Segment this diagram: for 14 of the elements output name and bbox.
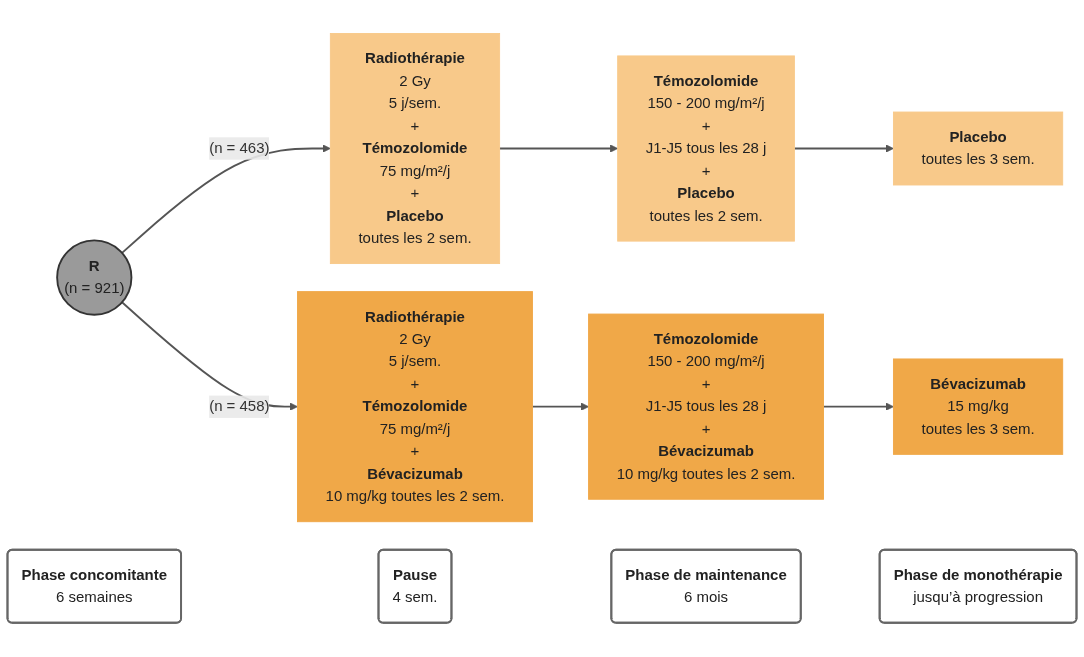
node-box: Radiothérapie 2 Gy 5 j/sem. + Témozolomide 75 mg/m²/j + Bévacizumab 10 mg/kg toutes les 2 sem.	[297, 291, 533, 523]
node-box: Témozolomide 150 - 200 mg/m²/j + J1-J5 tous les 28 j + Placebo toutes les 2 sem.	[617, 55, 795, 242]
edge-label: (n = 458)	[209, 398, 270, 415]
arrow	[121, 144, 331, 255]
edge-label: (n = 463)	[209, 140, 270, 157]
arrow	[498, 144, 619, 154]
arrow	[531, 402, 589, 412]
arrow	[793, 144, 894, 154]
node-box: Témozolomide 150 - 200 mg/m²/j + J1-J5 tous les 28 j + Bévacizumab 10 mg/kg toutes les 2 sem.	[588, 314, 824, 501]
node-circle: R (n = 921)	[56, 239, 133, 317]
arrow	[822, 402, 894, 412]
node-box: Radiothérapie 2 Gy 5 j/sem. + Témozolomide 75 mg/m²/j + Placebo toutes les 2 sem.	[329, 33, 501, 265]
node-box: Bévacizumab 15 mg/kg toutes les 3 sem.	[893, 358, 1064, 456]
node-box: Placebo toutes les 3 sem.	[893, 112, 1064, 186]
